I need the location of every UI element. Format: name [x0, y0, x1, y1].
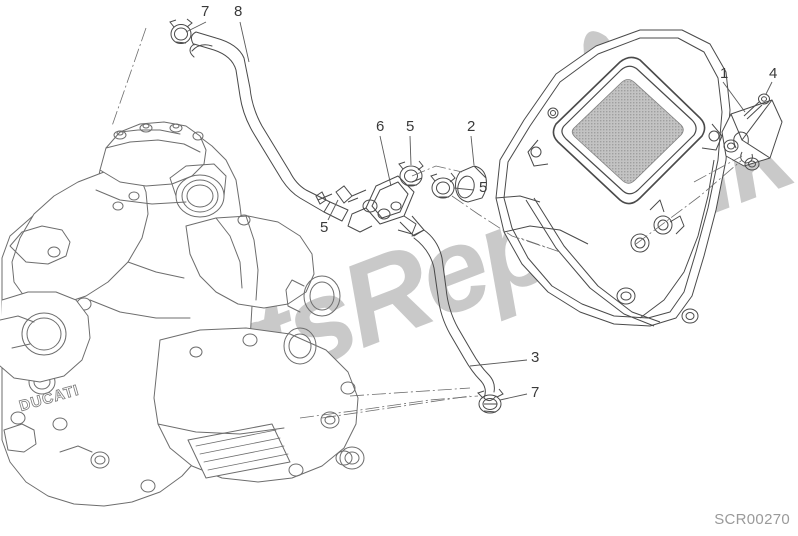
callout-2: 2	[467, 118, 476, 135]
callout-5-mid: 5	[406, 118, 415, 135]
grommet-part-5-mid	[398, 160, 424, 187]
callout-5-left: 5	[320, 219, 329, 236]
assembly-axis-lines	[111, 27, 743, 419]
callout-7-bottom: 7	[531, 384, 540, 401]
lower-breather-hose-part-3	[411, 229, 497, 402]
callout-4: 4	[769, 65, 778, 82]
callout-3: 3	[531, 349, 540, 366]
callout-7-top: 7	[201, 3, 210, 20]
callout-8: 8	[234, 3, 243, 20]
hose-connector-part-2	[455, 165, 487, 203]
hose-clamp-part-7-bottom	[477, 388, 504, 414]
callout-6: 6	[376, 118, 385, 135]
hose-clamp-part-7-top	[169, 18, 193, 44]
part-code-label: SCR00270	[714, 511, 790, 528]
upper-breather-hose-part-8	[189, 31, 349, 222]
airbox-assembly	[495, 29, 731, 327]
callout-leader-lines	[185, 21, 773, 401]
bolt-part-4	[743, 93, 770, 120]
callout-5-right: 5	[479, 179, 488, 196]
grommet-part-5-right	[430, 172, 456, 199]
engine-assembly	[0, 121, 365, 507]
valve-assembly-part-6	[347, 175, 425, 237]
mounting-bracket-part-1	[721, 99, 783, 171]
grommet-part-5-left	[315, 185, 367, 205]
callout-1: 1	[720, 65, 729, 82]
